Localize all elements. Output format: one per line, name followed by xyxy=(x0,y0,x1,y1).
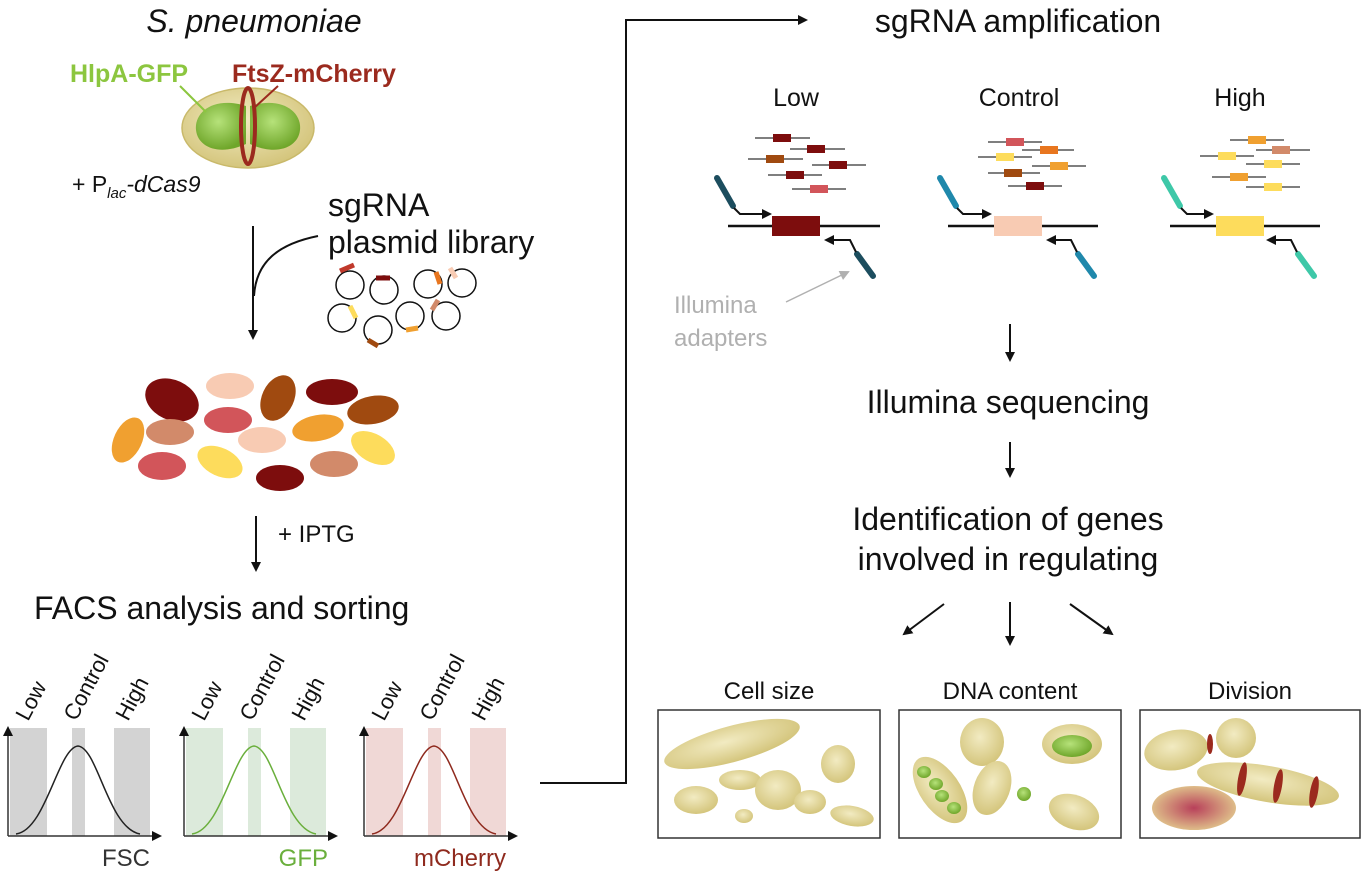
organism-title: S. pneumoniae xyxy=(146,3,361,39)
panel-label-cell-size: Cell size xyxy=(724,678,815,705)
group-label-high: High xyxy=(1214,84,1265,112)
panel-cell-size xyxy=(657,709,881,839)
hist-mcherry-high: High xyxy=(466,673,509,725)
hist-fsc-control: Control xyxy=(58,650,113,724)
hist-mcherry-control: Control xyxy=(414,650,469,724)
panel-dna-content xyxy=(898,709,1122,839)
adapters-pointer xyxy=(785,270,850,303)
histogram-gfp: Low Control High GFP xyxy=(179,650,338,872)
identification-line2: involved in regulating xyxy=(858,541,1159,577)
adapters-label-line2: adapters xyxy=(674,325,767,352)
hist-mcherry-axis: mCherry xyxy=(414,845,506,872)
panel-label-dna-content: DNA content xyxy=(943,678,1078,705)
cell-population-icon xyxy=(111,373,399,491)
plac-dcas9-label: + Plac-dCas9 xyxy=(72,171,201,202)
branch-arrow-left xyxy=(902,603,945,636)
hist-fsc-low: Low xyxy=(10,677,51,724)
panel-label-division: Division xyxy=(1208,678,1292,705)
pneumococcus-cell-icon xyxy=(179,85,315,169)
hist-gfp-axis: GFP xyxy=(279,845,328,872)
iptg-label: + IPTG xyxy=(278,521,355,548)
amplicon-group-low xyxy=(714,134,880,279)
hist-fsc-high: High xyxy=(110,673,153,725)
sequencing-title: Illumina sequencing xyxy=(867,384,1150,420)
ftsz-mcherry-label: FtsZ-mCherry xyxy=(232,60,396,88)
hist-gfp-high: High xyxy=(286,673,329,725)
hlpa-gfp-label: HlpA-GFP xyxy=(70,60,188,88)
hist-gfp-control: Control xyxy=(234,650,289,724)
histogram-mcherry: Low Control High mCherry xyxy=(359,650,518,872)
branch-arrow-right xyxy=(1069,603,1114,636)
library-title-line1: sgRNA xyxy=(328,187,430,223)
hist-mcherry-low: Low xyxy=(366,677,407,724)
group-label-control: Control xyxy=(979,84,1060,112)
facs-to-amplification-arrow xyxy=(540,15,808,784)
hist-gfp-low: Low xyxy=(186,677,227,724)
library-join-line xyxy=(253,235,319,297)
group-label-low: Low xyxy=(773,84,820,112)
amplicon-group-control xyxy=(937,138,1098,279)
identification-line1: Identification of genes xyxy=(852,501,1163,537)
plasmid-library-icon xyxy=(327,262,477,349)
facs-title: FACS analysis and sorting xyxy=(34,590,409,626)
histogram-fsc: Low Control High FSC xyxy=(2,650,162,872)
panel-division xyxy=(1139,709,1361,839)
amplicon-group-high xyxy=(1161,136,1320,279)
amplification-title: sgRNA amplification xyxy=(875,3,1161,39)
hist-fsc-axis: FSC xyxy=(102,845,150,872)
adapters-label-line1: Illumina xyxy=(674,292,757,319)
library-title-line2: plasmid library xyxy=(328,224,534,260)
